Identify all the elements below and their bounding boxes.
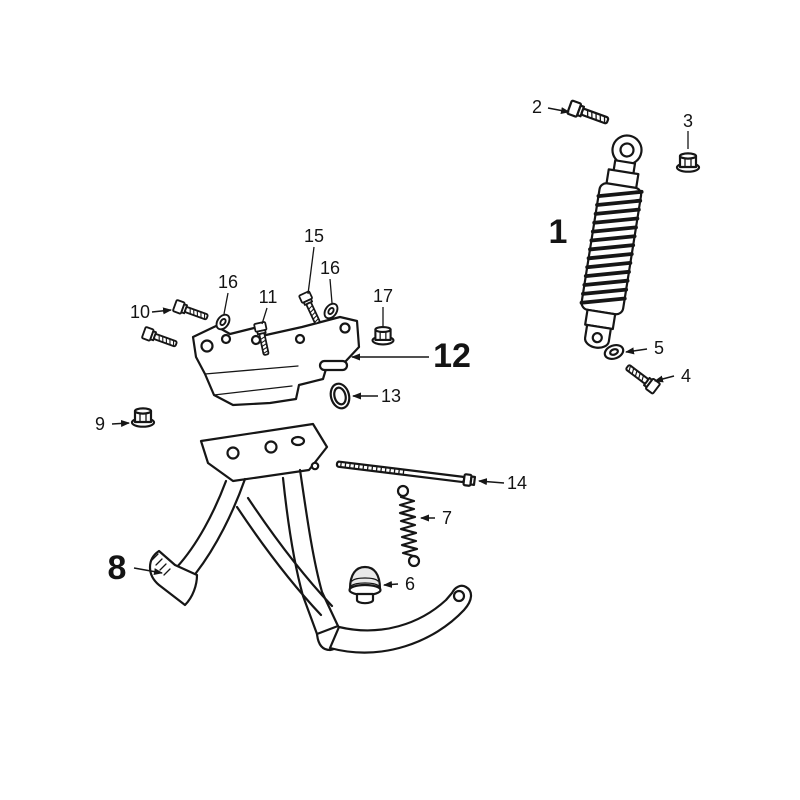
part-7-spring [396, 484, 421, 568]
part-1-shock-absorber [579, 134, 644, 349]
part-2-bolt [566, 99, 612, 129]
part-6-rubber-stop [348, 565, 382, 605]
part-3-nut [675, 152, 701, 173]
bracket-pivot-pin [318, 359, 349, 372]
part-13-ring [329, 382, 351, 410]
part-10-bolt-a [171, 298, 211, 324]
part-8-center-stand [148, 422, 473, 654]
leader-lines [111, 107, 689, 588]
part-17-nut [371, 325, 395, 346]
part-10-bolt-b [140, 325, 180, 351]
part-12-bracket [191, 315, 361, 407]
part-4-bolt [622, 360, 662, 395]
part-14-rod-bolt [335, 460, 477, 487]
part-9-nut [130, 407, 156, 428]
part-15-bolt [298, 290, 324, 327]
